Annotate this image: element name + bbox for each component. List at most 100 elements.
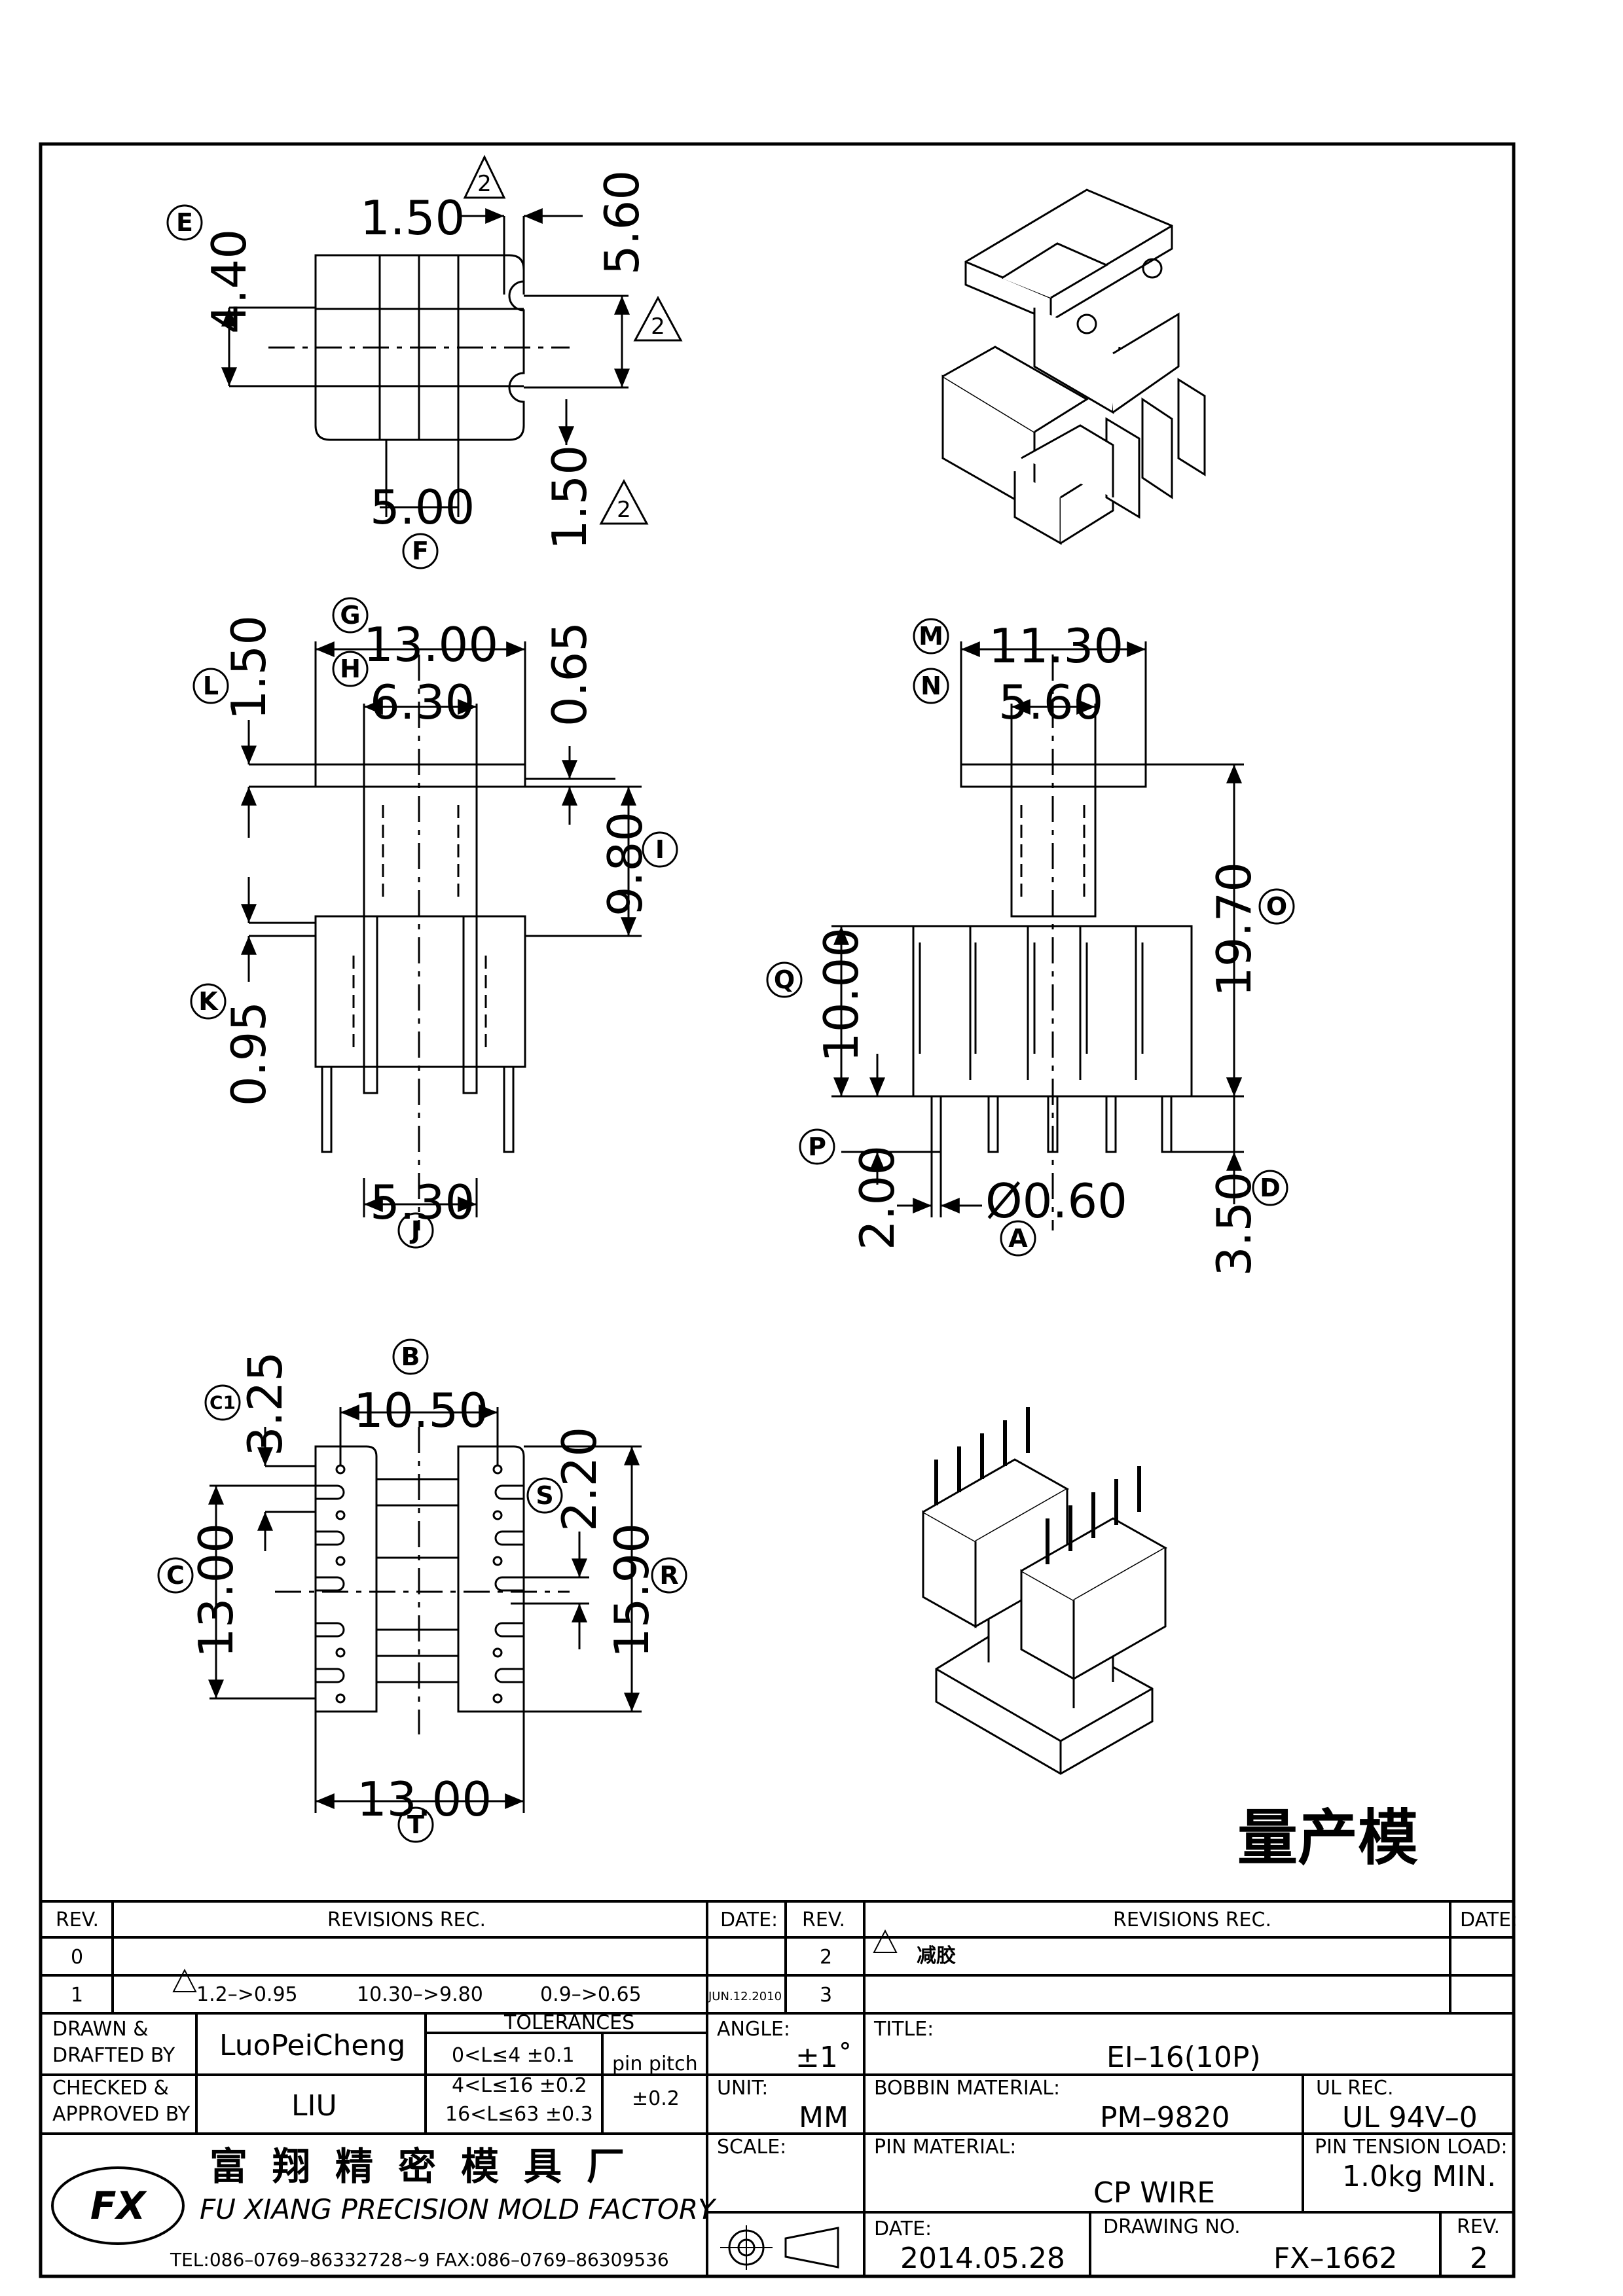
right-rev-header: REV. [802,1909,845,1931]
marker-t: T [397,1806,434,1843]
tol-3: 16<L≤63 ±0.3 [445,2103,593,2126]
rev-1-text: 1.2–>0.95 [196,1983,298,2006]
dim-13-00-bottom: 13.00 [357,1772,492,1827]
marker-f: F [402,533,439,569]
bottom-view [208,1405,642,1813]
svg-text:O: O [1266,892,1287,921]
angle-value: ±1˚ [795,2041,852,2074]
marker-o: O [1258,888,1295,925]
svg-text:E: E [176,208,193,237]
company-contact: TEL:086–0769–86332728~9 FAX:086–0769–863… [170,2249,669,2270]
tolerances-label: TOLERANCES [503,2011,634,2034]
svg-text:D: D [1260,1174,1281,1202]
company-name-en: FU XIANG PRECISION MOLD FACTORY [200,2193,717,2225]
pin-material-value: CP WIRE [1093,2176,1215,2210]
marker-n: N [913,668,949,704]
marker-c: C [157,1557,194,1594]
marker-g: G [332,597,369,634]
svg-text:L: L [203,672,219,700]
rev-1-date: JUN.12.2010 [708,1990,782,2003]
dim-19-70: 19.70 [1207,862,1262,997]
rev-2-text: 减胶 [917,1945,956,1967]
marker-m: M [913,618,949,655]
svg-text:B: B [401,1342,420,1371]
drawing-border [39,142,1516,2278]
dim-2-00: 2.00 [850,1145,905,1250]
dim-15-90: 15.90 [604,1523,659,1658]
dim-2-20: 2.20 [552,1427,607,1532]
pin-tension-value: 1.0kg MIN. [1342,2160,1496,2193]
dim-13-00-left: 13.00 [189,1523,244,1658]
marker-r: R [651,1557,687,1594]
checked-name: LIU [291,2089,337,2123]
svg-text:T: T [407,1810,424,1839]
svg-text:C: C [166,1561,185,1590]
top-view [221,208,630,517]
rev-1-text-2: 10.30–>9.80 [357,1983,483,2006]
svg-text:2: 2 [651,314,665,340]
rev-3: 3 [820,1984,832,2007]
pin-material-label: PIN MATERIAL: [874,2136,1016,2159]
rev-label: REV. [1457,2215,1500,2238]
unit-label: UNIT: [717,2077,768,2100]
svg-text:J: J [409,1216,420,1245]
marker-j: J [397,1212,434,1249]
marker-p: P [799,1128,835,1165]
dim-3-25: 3.25 [238,1352,293,1456]
revision-triangle: 2 [633,295,683,342]
dim-5-00: 5.00 [370,480,475,535]
dim-5-60-side: 5.60 [998,675,1103,730]
drawing-no-value: FX–1662 [1273,2242,1397,2275]
marker-l: L [192,668,229,704]
dim-6-30: 6.30 [370,675,475,730]
bobbin-label: BOBBIN MATERIAL: [874,2077,1060,2100]
svg-text:M: M [919,622,943,651]
company-name-cn: 富翔精密模具厂 [210,2144,649,2189]
side-view [831,641,1244,1230]
left-rev-header: REV. [56,1909,99,1931]
dim-1-50-top: 1.50 [360,190,465,245]
dim-10-50: 10.50 [354,1383,488,1438]
marker-i: I [642,831,678,868]
svg-text:G: G [340,601,360,630]
marker-e: E [166,204,203,241]
isometric-view-exploded [941,188,1206,545]
svg-text:P: P [808,1132,826,1161]
company-logo: FX [90,2183,148,2228]
dim-11-30: 11.30 [989,619,1123,673]
svg-text:C1: C1 [210,1392,236,1414]
dim-1-50-bottom: 1.50 [542,445,597,550]
svg-text:N: N [921,672,941,700]
ul-value: UL 94V–0 [1342,2101,1478,2134]
svg-text:S: S [536,1481,553,1510]
checked-label: CHECKED & [52,2077,169,2100]
right-revisions-header: REVISIONS REC. [1113,1909,1271,1931]
svg-text:2: 2 [477,171,492,197]
rev-1-text-3: 0.9–>0.65 [540,1983,642,2006]
rev-0: 0 [71,1946,83,1969]
rev-1: 1 [71,1984,83,2007]
marker-b: B [392,1338,429,1375]
rev-2: 2 [820,1946,832,1969]
pin-pitch-label: pin pitch [612,2053,698,2075]
drawn-label: DRAWN & [52,2018,149,2041]
svg-text:K: K [198,987,219,1016]
tol-2: 4<L≤16 ±0.2 [452,2074,587,2097]
date-label: DATE: [874,2217,932,2240]
drawn-name: LuoPeiCheng [219,2029,405,2062]
dim-diameter-0-60: Ø0.60 [985,1174,1127,1229]
scale-label: SCALE: [717,2136,786,2159]
bobbin-value: PM–9820 [1100,2101,1230,2134]
left-date-header: DATE: [720,1909,778,1931]
approved-label: APPROVED BY [52,2103,191,2126]
tol-1: 0<L≤4 ±0.1 [452,2044,575,2067]
marker-group: E F G H L I K J M N O Q P D A B C1 C S R… [157,204,1295,1843]
drafted-label: DRAFTED BY [52,2044,175,2067]
dim-10-00: 10.00 [814,927,869,1062]
left-revisions-header: REVISIONS REC. [327,1909,486,1931]
dim-4-40: 4.40 [202,229,257,334]
ul-label: UL REC. [1316,2077,1394,2100]
dim-0-65: 0.65 [542,622,597,726]
title-value: EI–16(10P) [1106,2041,1261,2074]
